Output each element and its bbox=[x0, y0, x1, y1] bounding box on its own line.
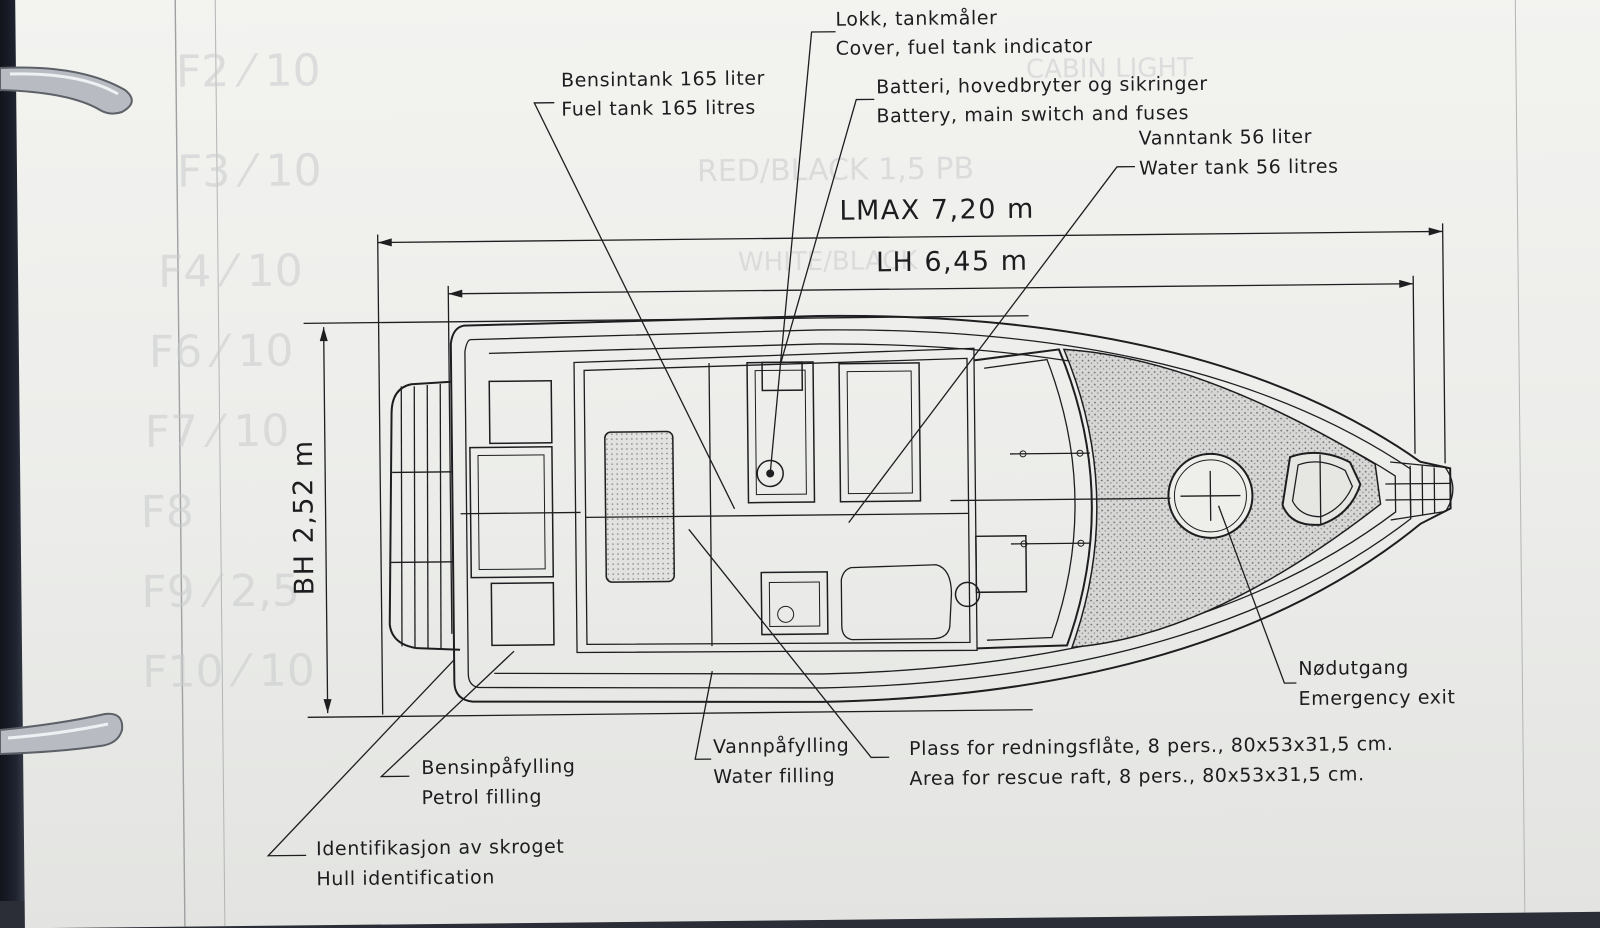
svg-text:F2 ⁄ 10: F2 ⁄ 10 bbox=[176, 45, 321, 98]
label-raft-no: Plass for redningsflåte, 8 pers., 80x53x… bbox=[909, 732, 1394, 760]
label-fuel-en: Fuel tank 165 litres bbox=[561, 97, 756, 121]
label-petrol-fill-en: Petrol filling bbox=[421, 786, 542, 809]
manual-page: F2 ⁄ 10 F3 ⁄ 10 F4 ⁄ 10 F6 ⁄ 10 F7 ⁄ 10 … bbox=[15, 0, 1600, 928]
dim-lmax: LMAX 7,20 m bbox=[839, 194, 1035, 227]
cockpit-layout bbox=[459, 348, 1027, 656]
dim-lh: LH 6,45 m bbox=[876, 246, 1029, 279]
label-raft-en: Area for rescue raft, 8 pers., 80x53x31,… bbox=[909, 763, 1365, 790]
label-water-fill-en: Water filling bbox=[713, 765, 835, 788]
svg-text:F6 ⁄ 10: F6 ⁄ 10 bbox=[149, 325, 294, 378]
bleed-through-text: F2 ⁄ 10 F3 ⁄ 10 F4 ⁄ 10 F6 ⁄ 10 F7 ⁄ 10 … bbox=[136, 36, 1200, 698]
svg-text:F8: F8 bbox=[140, 487, 194, 539]
label-water-tank-no: Vanntank 56 liter bbox=[1139, 126, 1313, 150]
dim-bh: BH 2,52 m bbox=[288, 439, 321, 595]
label-fuel-no: Bensintank 165 liter bbox=[561, 68, 765, 92]
label-hull-id-en: Hull identification bbox=[316, 866, 495, 890]
label-battery-no: Batteri, hovedbryter og sikringer bbox=[876, 73, 1208, 98]
binder-ring-bottom bbox=[0, 700, 140, 780]
label-exit-en: Emergency exit bbox=[1298, 686, 1455, 710]
label-water-fill-no: Vannpåfylling bbox=[713, 734, 850, 758]
label-lid-en: Cover, fuel tank indicator bbox=[836, 35, 1093, 60]
svg-text:F3 ⁄ 10: F3 ⁄ 10 bbox=[177, 145, 322, 198]
label-water-tank-en: Water tank 56 litres bbox=[1139, 156, 1339, 180]
label-battery-en: Battery, main switch and fuses bbox=[876, 102, 1189, 127]
binder-ring-top bbox=[0, 40, 150, 120]
forward-deck bbox=[1064, 346, 1382, 647]
label-petrol-fill-no: Bensinpåfylling bbox=[421, 755, 575, 780]
svg-text:F9 ⁄ 2,5: F9 ⁄ 2,5 bbox=[141, 565, 300, 618]
label-hull-id-no: Identifikasjon av skroget bbox=[316, 836, 565, 861]
label-exit-no: Nødutgang bbox=[1298, 657, 1409, 680]
svg-text:F7 ⁄ 10: F7 ⁄ 10 bbox=[144, 406, 289, 459]
boat-layout-diagram: F2 ⁄ 10 F3 ⁄ 10 F4 ⁄ 10 F6 ⁄ 10 F7 ⁄ 10 … bbox=[15, 0, 1600, 928]
label-lid-no: Lokk, tankmåler bbox=[835, 6, 997, 31]
svg-text:F4 ⁄ 10: F4 ⁄ 10 bbox=[158, 245, 303, 298]
svg-text:F10 ⁄ 10: F10 ⁄ 10 bbox=[142, 645, 315, 698]
